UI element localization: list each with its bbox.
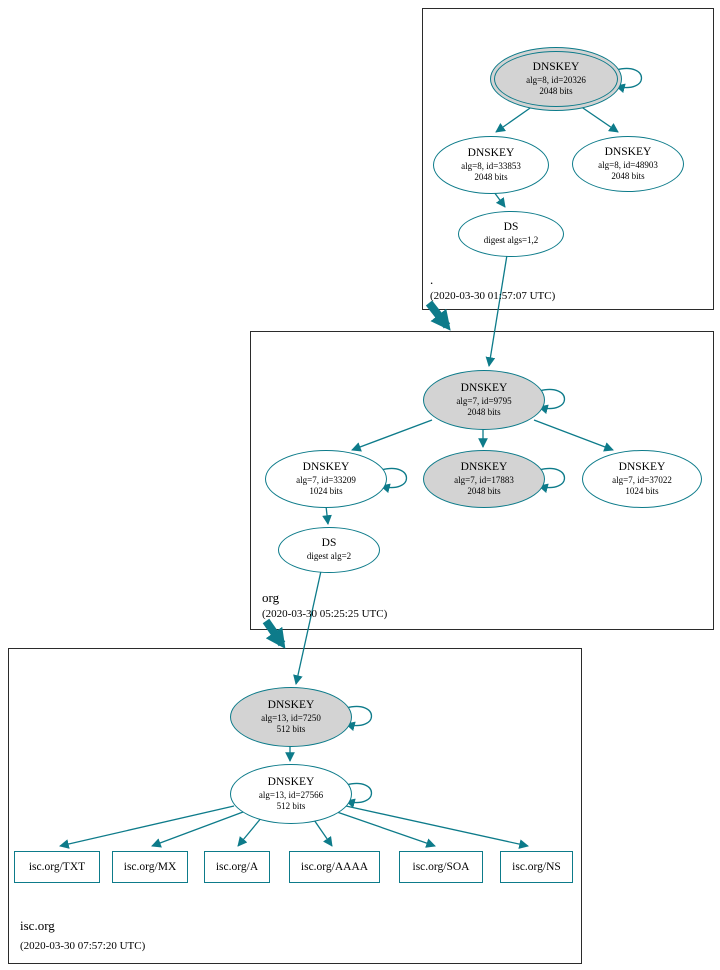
node-label: DS [503, 221, 519, 234]
node-label: DNSKEY [618, 460, 666, 473]
zone-box-isc-org [8, 648, 582, 964]
zone-name-isc-org: isc.org [20, 918, 55, 933]
edge-isc-zsk-selfloop [345, 782, 372, 808]
node-bits: 2048 bits [467, 485, 501, 496]
node-label: DNSKEY [604, 145, 652, 158]
edge-isc-zsk-to-txt [59, 805, 235, 849]
edge-isc-zsk-to-aaaa [311, 816, 333, 847]
edge-root-ksk-to-zsk [495, 105, 534, 133]
dnskey-org-zsk1-node: DNSKEY alg=7, id=33209 1024 bits [265, 450, 387, 508]
edge-root-ksk-to-key2 [579, 105, 619, 133]
node-label: DS [321, 537, 337, 550]
dnskey-org-ksk-node: DNSKEY alg=7, id=9795 2048 bits [423, 370, 545, 430]
edge-isc-zsk-to-soa [336, 811, 436, 848]
node-label: DNSKEY [532, 60, 580, 73]
node-detail: alg=7, id=17883 [454, 474, 514, 485]
edge-org-zsk1-selfloop [380, 467, 407, 493]
node-bits: 2048 bits [467, 406, 501, 417]
node-bits: 1024 bits [309, 485, 343, 496]
node-detail: alg=8, id=20326 [526, 74, 586, 85]
zone-box-root [422, 8, 714, 310]
edge-org-zone-to-isc-zone [262, 618, 286, 649]
node-detail: alg=8, id=33853 [461, 160, 521, 171]
zone-name-org: org [262, 590, 280, 605]
node-detail: digest alg=2 [306, 551, 352, 562]
rrset-isc-org-txt: isc.org/TXT [14, 851, 100, 883]
node-label: DNSKEY [302, 460, 350, 473]
edge-org-ksk-to-zsk2 [533, 419, 614, 452]
node-label: DNSKEY [460, 460, 508, 473]
edge-isc-zsk-to-mx [151, 811, 244, 848]
edge-isc-zsk-to-ns [345, 805, 529, 849]
edge-org-ds-to-isc-ksk [293, 570, 322, 685]
node-bits: 512 bits [276, 800, 306, 811]
rrset-isc-org-mx: isc.org/MX [112, 851, 188, 883]
dnskey-root-ksk-node: DNSKEY alg=8, id=20326 2048 bits [490, 47, 622, 111]
zone-timestamp-org: (2020-03-30 05:25:25 UTC) [262, 608, 388, 620]
dnskey-org-zsk2-node: DNSKEY alg=7, id=37022 1024 bits [582, 450, 702, 508]
rrset-isc-org-ns: isc.org/NS [500, 851, 573, 883]
node-detail: alg=7, id=37022 [612, 474, 672, 485]
dnskey-org-ksk2-node: DNSKEY alg=7, id=17883 2048 bits [423, 450, 545, 508]
edge-root-ksk-selfloop [615, 67, 642, 93]
node-label: DNSKEY [467, 146, 515, 159]
edge-org-ksk-to-zsk1 [351, 419, 433, 452]
node-detail: digest algs=1,2 [483, 235, 539, 246]
dnskey-root-key2-node: DNSKEY alg=8, id=48903 2048 bits [572, 136, 684, 192]
node-detail: alg=13, id=7250 [261, 712, 321, 723]
node-bits: 1024 bits [625, 485, 659, 496]
dnskey-isc-zsk-node: DNSKEY alg=13, id=27566 512 bits [230, 764, 352, 824]
zone-box-org [250, 331, 714, 630]
node-bits: 2048 bits [539, 85, 573, 96]
zone-name-root: . [430, 272, 434, 287]
dnskey-isc-ksk-node: DNSKEY alg=13, id=7250 512 bits [230, 687, 352, 747]
ds-root-node: DS digest algs=1,2 [458, 211, 564, 257]
node-detail: alg=8, id=48903 [598, 159, 658, 170]
node-label: DNSKEY [267, 775, 315, 788]
node-detail: alg=7, id=33209 [296, 474, 356, 485]
node-bits: 2048 bits [474, 171, 508, 182]
dnskey-root-zsk-node: DNSKEY alg=8, id=33853 2048 bits [433, 136, 549, 194]
edge-org-zsk1-to-ds [322, 505, 332, 525]
zone-timestamp-root: (2020-03-30 01:57:07 UTC) [430, 290, 556, 302]
node-label: DNSKEY [267, 698, 315, 711]
node-label: DNSKEY [460, 381, 508, 394]
rrset-isc-org-a: isc.org/A [204, 851, 270, 883]
edge-org-ksk2-selfloop [538, 467, 565, 493]
edge-root-ds-to-org-ksk [485, 254, 508, 367]
edge-isc-ksk-selfloop [345, 705, 372, 731]
edge-root-zsk-to-ds [493, 191, 506, 208]
edge-root-zone-to-org-zone [425, 300, 451, 331]
ds-org-node: DS digest alg=2 [278, 527, 380, 573]
edge-org-ksk-selfloop [538, 388, 565, 414]
node-detail: alg=7, id=9795 [456, 395, 512, 406]
rrset-isc-org-aaaa: isc.org/AAAA [289, 851, 380, 883]
edge-isc-zsk-to-a [237, 816, 263, 847]
node-detail: alg=13, id=27566 [258, 789, 324, 800]
node-bits: 2048 bits [611, 170, 645, 181]
zone-timestamp-isc-org: (2020-03-30 07:57:20 UTC) [20, 940, 146, 952]
rrset-isc-org-soa: isc.org/SOA [399, 851, 483, 883]
node-bits: 512 bits [276, 723, 306, 734]
